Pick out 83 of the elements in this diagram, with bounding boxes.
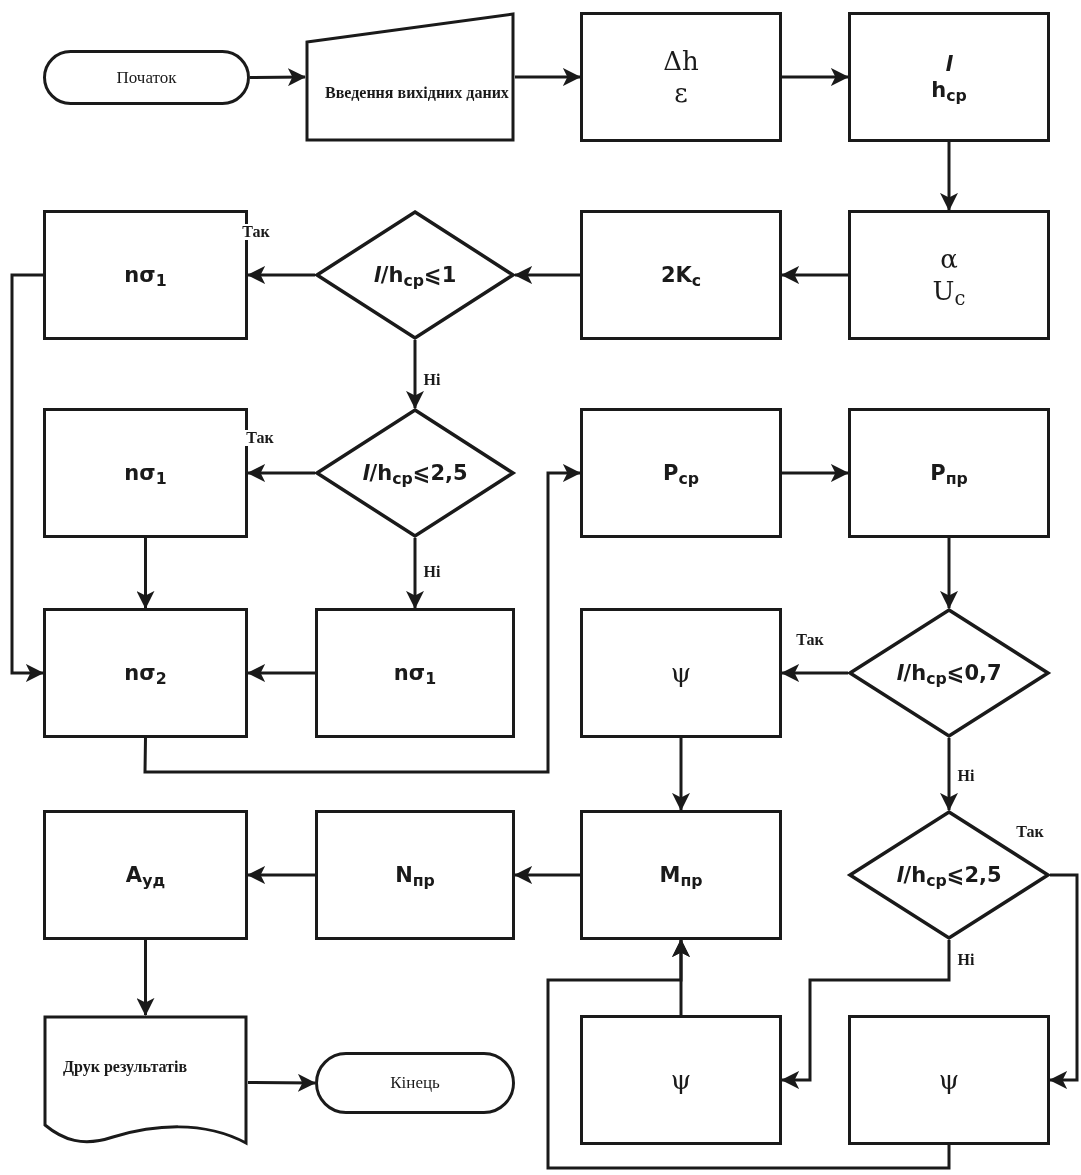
process-box [580, 810, 782, 940]
input-trapezoid [305, 12, 515, 142]
process-box [315, 810, 515, 940]
arrow [782, 68, 849, 86]
terminal-pill [315, 1052, 515, 1114]
node-label: Δh [663, 44, 699, 77]
decision-diamond [848, 810, 1050, 940]
arrow [514, 866, 580, 884]
node-label: l/h$_{ср}$⩽1 [373, 261, 457, 289]
node-label: P$_{ср}$ [663, 459, 699, 487]
node-label: ψ [670, 656, 692, 690]
edge-label: Ні [421, 372, 443, 388]
process-box [43, 810, 248, 940]
node-label: A$_{уд}$ [125, 861, 166, 889]
arrow [1049, 873, 1079, 1089]
arrow [136, 940, 155, 1016]
node-label: 2K$_{c}$ [660, 261, 702, 289]
node-label: P$_{пр}$ [930, 459, 968, 487]
arrow [10, 273, 44, 682]
node-label: nσ$_{1}$ [393, 659, 437, 687]
arrow [406, 340, 424, 409]
arrow [940, 142, 958, 211]
node-label: α [940, 242, 958, 275]
edge-label: Ні [955, 768, 977, 784]
node-label: Початок [116, 66, 177, 89]
node-label: l [945, 50, 953, 77]
process-box [848, 12, 1050, 142]
node-label: Кінець [390, 1072, 440, 1094]
node-label: nσ$_{1}$ [124, 261, 167, 289]
node-label: l/h$_{ср}$⩽0,7 [896, 659, 1002, 687]
arrow [515, 68, 581, 86]
edge-label: Ні [955, 952, 977, 968]
node-label: l/h$_{ср}$⩽2,5 [896, 861, 1002, 889]
arrow [247, 464, 315, 482]
node-label: U$_{c}$ [932, 275, 966, 308]
arrow [247, 266, 315, 284]
process-box [848, 408, 1050, 538]
arrow [940, 738, 958, 811]
arrow [248, 1073, 316, 1092]
process-box [580, 210, 782, 340]
arrow [672, 738, 690, 811]
arrow [143, 464, 581, 774]
arrow [247, 866, 315, 884]
arrow [250, 68, 306, 87]
edge-label: Так [240, 224, 272, 240]
process-box [43, 408, 248, 538]
node-label: M$_{пр}$ [659, 861, 703, 889]
process-box [315, 608, 515, 738]
arrow [781, 266, 848, 284]
arrow [514, 266, 580, 284]
arrow [782, 464, 849, 482]
arrow [136, 538, 155, 609]
node-label: ψ [670, 1063, 692, 1097]
node-label: ψ [938, 1063, 960, 1097]
process-box [43, 608, 248, 738]
decision-diamond [848, 608, 1050, 738]
arrow [247, 664, 315, 682]
process-box [580, 608, 782, 738]
process-box [580, 408, 782, 538]
node-label: Друк результатів [63, 1056, 188, 1077]
arrow [406, 538, 424, 609]
node-label: Введення вихідних даних [325, 83, 509, 103]
node-label: nσ$_{1}$ [124, 459, 167, 487]
process-box [580, 12, 782, 142]
process-box [580, 1015, 782, 1145]
arrow [781, 940, 951, 1089]
edge-label: Так [244, 430, 276, 446]
arrow [940, 538, 958, 609]
node-label: h$_{ср}$ [931, 77, 967, 104]
process-box [848, 210, 1050, 340]
arrow [781, 664, 848, 682]
node-label: nσ$_{2}$ [124, 659, 167, 687]
edge-label: Ні [421, 564, 443, 580]
node-label: l/h$_{ср}$⩽2,5 [362, 459, 468, 487]
arrow [546, 939, 951, 1170]
edge-label: Так [794, 632, 826, 648]
edge-label: Так [1014, 824, 1046, 840]
node-label: N$_{пр}$ [395, 861, 435, 889]
decision-diamond [315, 408, 515, 538]
decision-diamond [315, 210, 515, 340]
node-label: ε [674, 77, 688, 110]
terminal-pill [43, 50, 250, 105]
process-box [848, 1015, 1050, 1145]
